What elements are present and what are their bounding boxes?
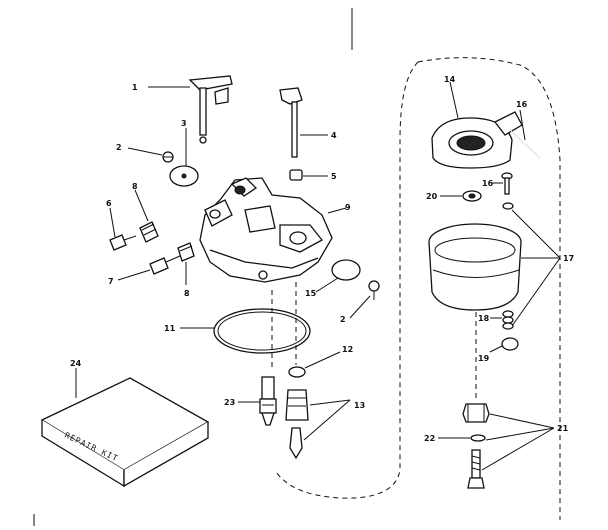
- part-4-throttle-shaft: [279, 87, 303, 158]
- part-2-screw-upper: [162, 151, 174, 163]
- part-18-spring: [502, 310, 514, 330]
- callout-13: 13: [354, 401, 365, 410]
- callout-22: 22: [424, 434, 435, 443]
- part-22-washer: [470, 434, 486, 442]
- callout-2-upper: 2: [116, 143, 122, 152]
- callout-16-top: 16: [516, 100, 528, 109]
- part-21-bowl-bolt: [467, 449, 485, 489]
- part-15-washer-left: [331, 259, 361, 281]
- callout-20: 20: [426, 192, 438, 201]
- bowl-assembly-outline: [274, 57, 561, 520]
- callout-12: 12: [342, 345, 353, 354]
- part-9-carburetor-body: [199, 177, 333, 283]
- part-8-spring-upper: [139, 221, 159, 243]
- part-19-gasket: [501, 337, 519, 351]
- callout-2-lower: 2: [340, 315, 346, 324]
- callout-11: 11: [164, 324, 176, 333]
- part-5-seal: [289, 169, 303, 181]
- callout-16-mid: 16: [482, 179, 494, 188]
- part-24-repair-kit: REPAIR KIT: [40, 377, 210, 488]
- callout-24: 24: [70, 359, 82, 368]
- callout-14: 14: [444, 75, 456, 84]
- part-6-idle-screw: [109, 234, 137, 251]
- callout-21: 21: [557, 424, 569, 433]
- part-2-screw-lower: [368, 280, 380, 300]
- part-16-screw: [501, 172, 514, 210]
- part-21-bowl-nut: [462, 403, 490, 423]
- callout-23: 23: [224, 398, 235, 407]
- callout-19: 19: [478, 354, 490, 363]
- callout-7: 7: [108, 277, 114, 286]
- callout-1: 1: [132, 83, 138, 92]
- callout-17: 17: [563, 254, 574, 263]
- part-8-spring-lower: [177, 242, 195, 262]
- callout-9: 9: [345, 203, 351, 212]
- part-7-needle-valve: [149, 255, 181, 275]
- callout-8-lower: 8: [184, 289, 190, 298]
- part-17-float-bowl: [428, 223, 522, 311]
- callout-15-left: 15: [305, 289, 317, 298]
- callout-3: 3: [181, 119, 187, 128]
- callout-5: 5: [331, 172, 337, 181]
- part-13-inlet-needle: [285, 389, 309, 460]
- part-12-o-ring: [288, 366, 306, 378]
- callout-4: 4: [331, 131, 337, 140]
- part-16-float-pin: [509, 129, 541, 159]
- callout-8-upper: 8: [132, 182, 138, 191]
- part-1-choke-shaft: [188, 75, 233, 144]
- callout-6: 6: [106, 199, 112, 208]
- part-14-float: [431, 111, 523, 169]
- part-11-gasket: [213, 308, 311, 354]
- part-23-main-nozzle: [259, 376, 277, 426]
- callout-18: 18: [478, 314, 490, 323]
